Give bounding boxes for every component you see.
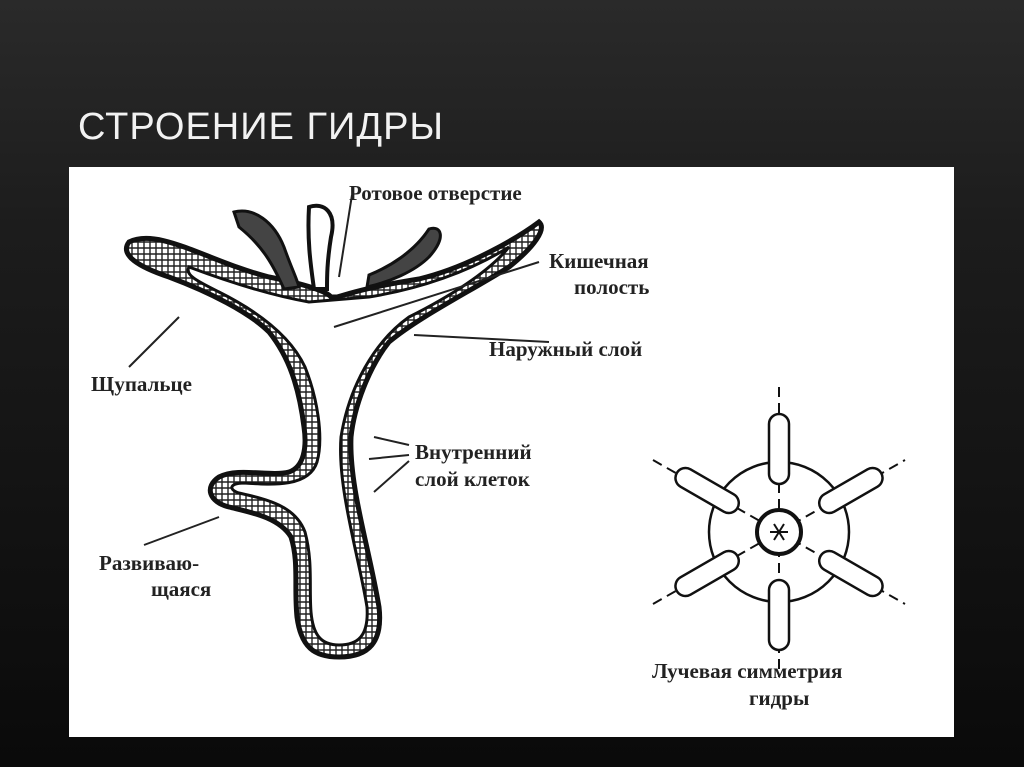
label-gut-cavity-1: Кишечная: [549, 249, 649, 273]
radial-symmetry-diagram: [652, 387, 906, 677]
label-outer-layer: Наружный слой: [489, 337, 643, 361]
tentacle-right: [365, 226, 442, 289]
slide-title: СТРОЕНИЕ ГИДРЫ: [78, 106, 445, 148]
label-inner-layer-1: Внутренний: [415, 440, 532, 464]
label-bud-2: щаяся: [151, 577, 212, 601]
tentacle-left: [232, 209, 301, 291]
label-tentacle: Щупальце: [91, 372, 192, 396]
label-bud-1: Развиваю-: [99, 551, 200, 575]
label-mouth: Ротовое отверстие: [349, 181, 522, 205]
label-gut-cavity-2: полость: [574, 275, 650, 299]
label-symmetry-1: Лучевая симметрия: [652, 659, 843, 683]
hydra-figure-panel: Ротовое отверстие Кишечная полость Наруж…: [69, 167, 954, 737]
hydra-body: [124, 203, 544, 660]
tentacle-middle: [306, 203, 335, 291]
label-inner-layer-2: слой клеток: [415, 467, 530, 491]
leader-lines: [128, 194, 550, 546]
label-symmetry-2: гидры: [749, 686, 810, 710]
hydra-diagram: [124, 194, 906, 677]
